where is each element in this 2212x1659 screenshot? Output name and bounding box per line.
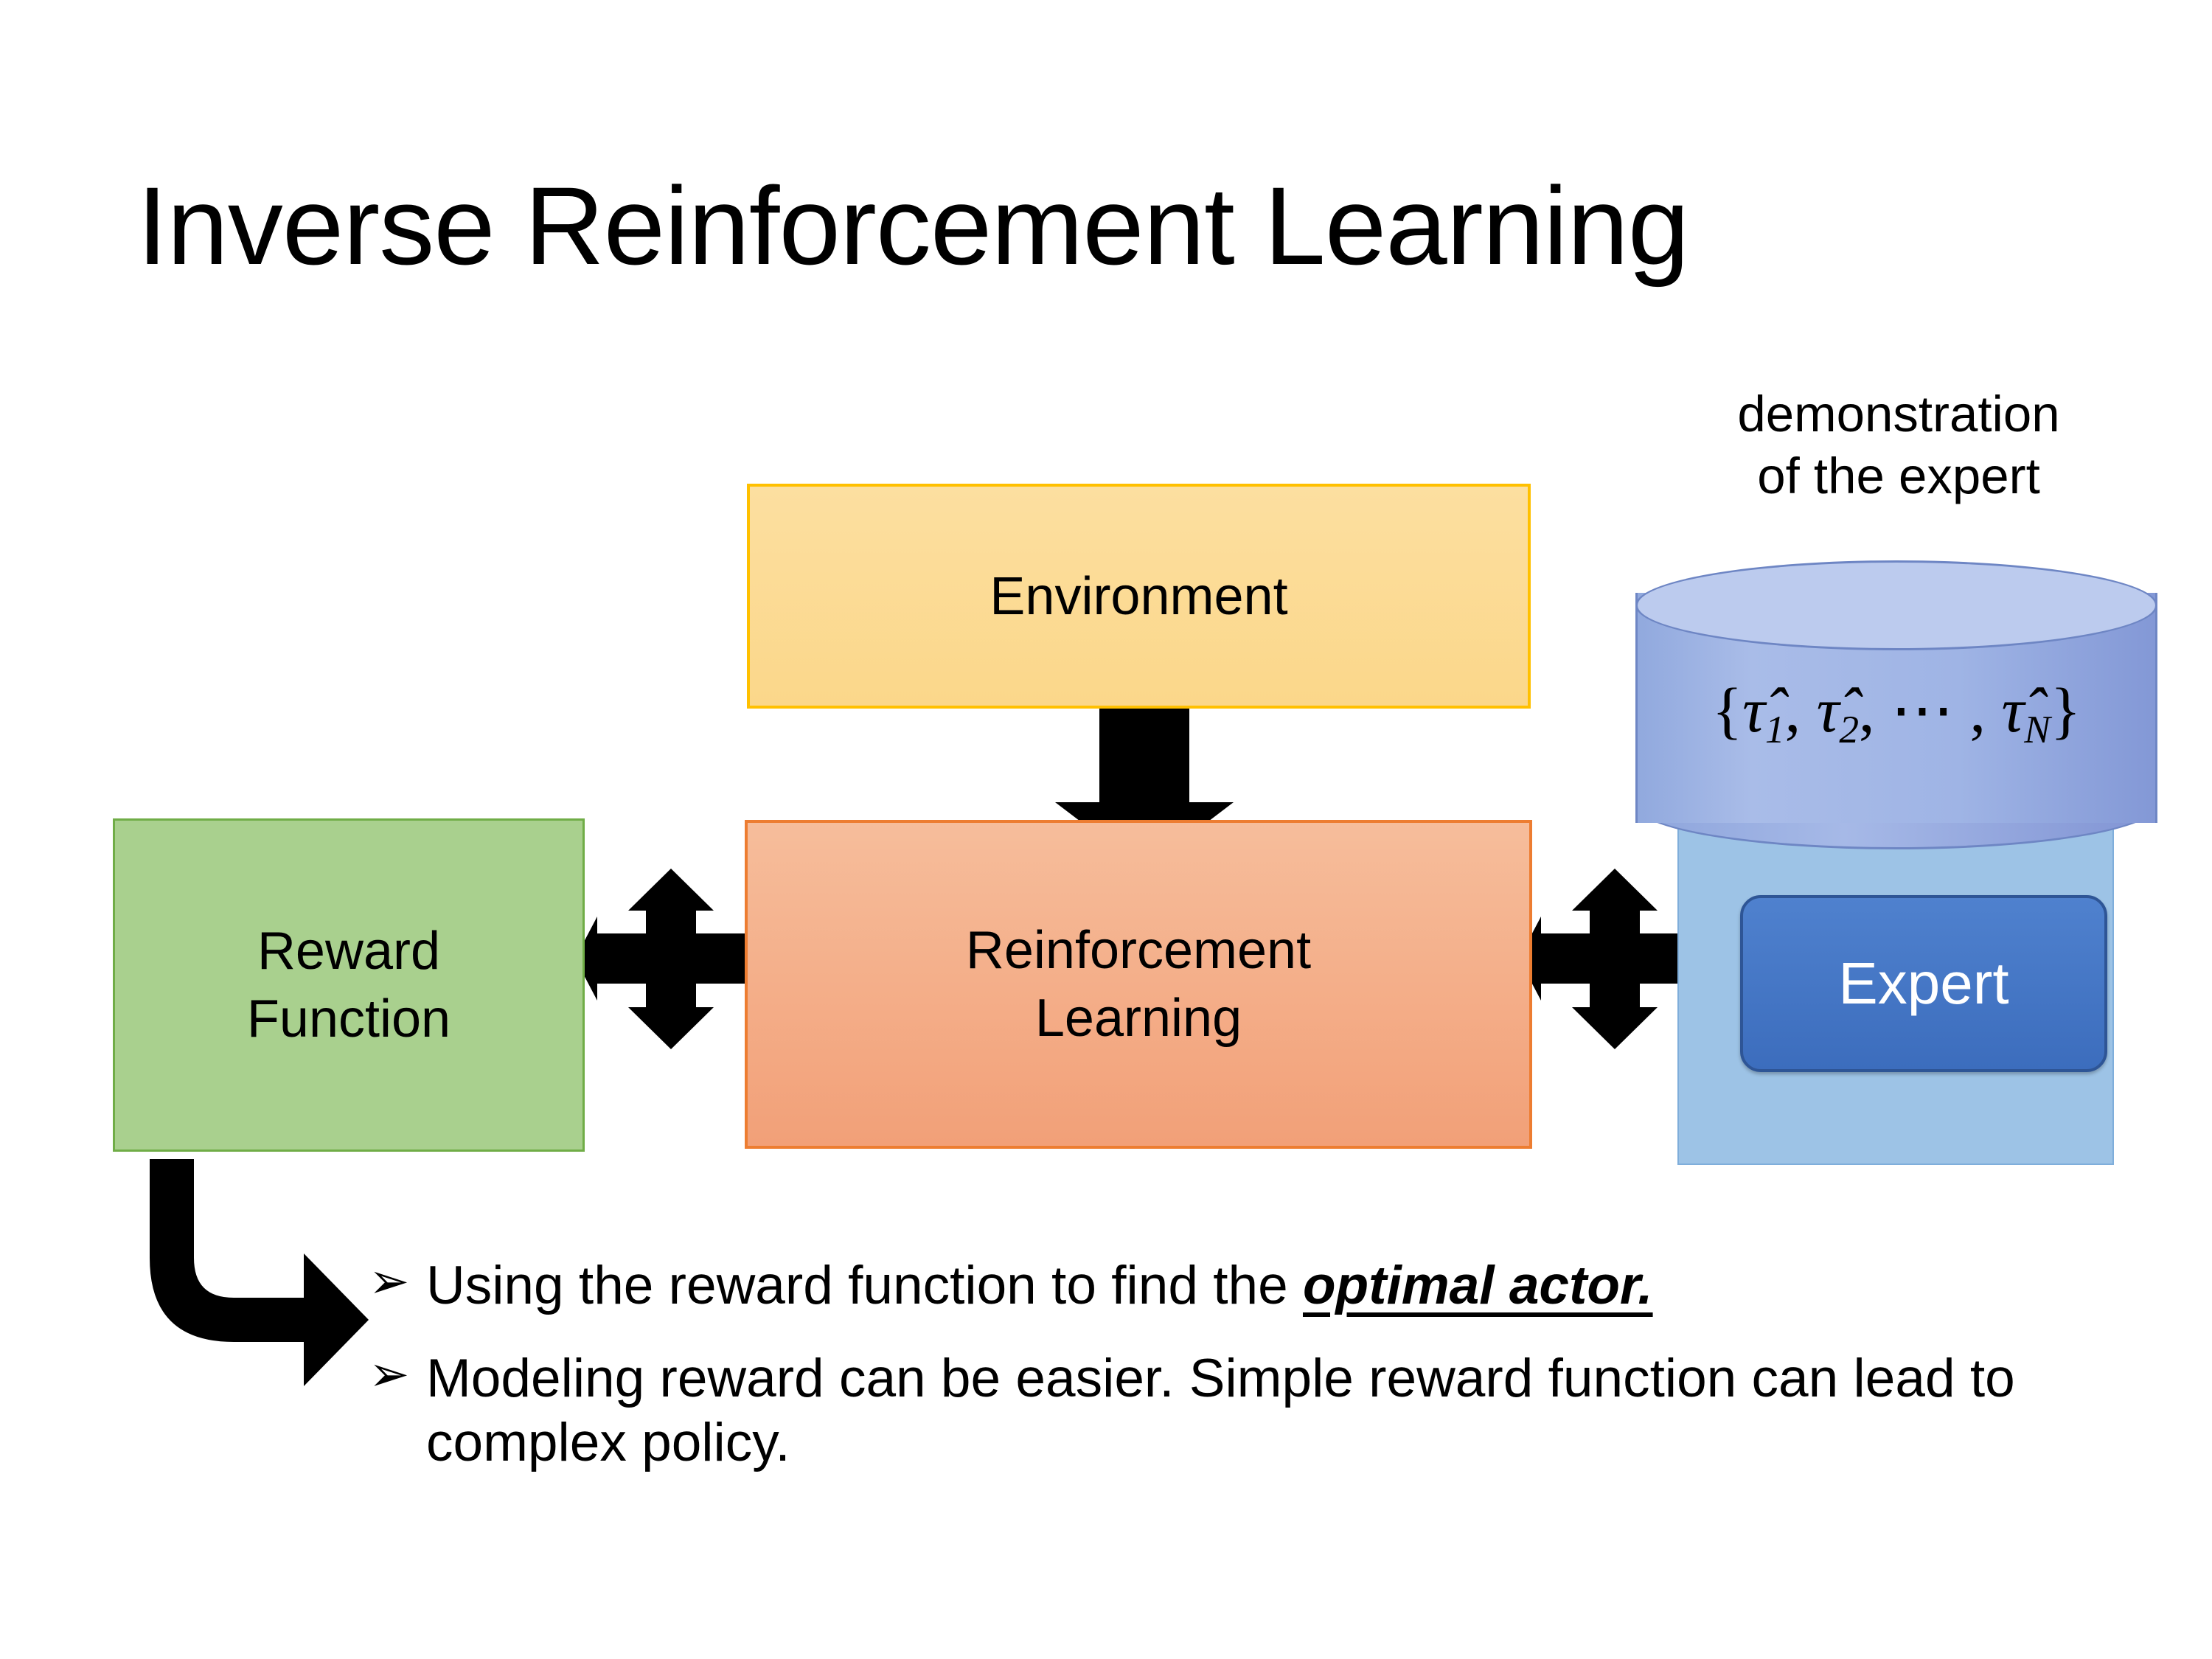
environment-box[interactable]: Environment <box>747 484 1531 709</box>
demonstration-cylinder: {τ̂1, τ̂2, ⋯ , τ̂N} <box>1635 560 2157 855</box>
formula-ellipsis: , ⋯ , <box>1859 675 2002 745</box>
formula-comma-1: , <box>1784 675 1817 745</box>
bullet-list: ➢ Using the reward function to find the … <box>369 1253 2124 1503</box>
formula-tau-n: τ̂N <box>2001 675 2051 751</box>
expert-button-label: Expert <box>1838 950 2009 1016</box>
expert-button[interactable]: Expert <box>1740 895 2107 1072</box>
reinforcement-learning-box-label: Reinforcement Learning <box>966 917 1311 1052</box>
reinforcement-learning-box[interactable]: Reinforcement Learning <box>745 820 1532 1149</box>
rl-label-line1: Reinforcement <box>965 920 1312 980</box>
bullet-arrow-icon: ➢ <box>369 1346 410 1401</box>
demonstration-caption-line1: demonstration <box>1737 386 2060 442</box>
list-item: ➢ Modeling reward can be easier. Simple … <box>369 1346 2124 1475</box>
environment-box-label: Environment <box>990 566 1288 626</box>
formula-tau-2: τ̂2 <box>1816 675 1860 751</box>
cylinder-top-ellipse <box>1635 560 2157 650</box>
bullet-text-1-emphasis: optimal actor. <box>1302 1256 1653 1315</box>
formula-open-brace: { <box>1711 675 1743 745</box>
reward-rl-double-arrow <box>575 869 767 1049</box>
bullet-text-1: Using the reward function to find the op… <box>426 1253 1653 1318</box>
page-title: Inverse Reinforcement Learning <box>136 164 1690 288</box>
bullet-arrow-icon: ➢ <box>369 1253 410 1308</box>
reward-label-line2: Function <box>246 990 451 1048</box>
reward-to-bullet-elbow-arrow <box>150 1159 369 1386</box>
reward-function-box[interactable]: Reward Function <box>113 818 585 1152</box>
bullet-text-1-plain: Using the reward function to find the <box>426 1256 1303 1315</box>
rl-label-line2: Learning <box>1034 989 1242 1048</box>
list-item: ➢ Using the reward function to find the … <box>369 1253 2124 1318</box>
formula-tau-1: τ̂1 <box>1742 675 1785 751</box>
demonstration-caption: demonstration of the expert <box>1648 383 2149 507</box>
trajectory-set-formula: {τ̂1, τ̂2, ⋯ , τ̂N} <box>1635 678 2157 749</box>
bullet-text-2: Modeling reward can be easier. Simple re… <box>426 1348 2015 1473</box>
reward-label-line1: Reward <box>257 921 441 981</box>
formula-close-brace: } <box>2050 675 2081 745</box>
reward-function-box-label: Reward Function <box>247 917 451 1053</box>
demonstration-caption-line2: of the expert <box>1757 448 2040 505</box>
